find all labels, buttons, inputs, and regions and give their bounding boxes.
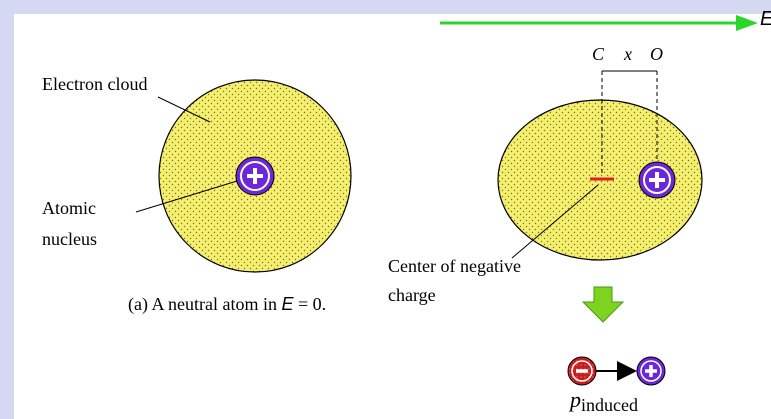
background-frame-top (0, 0, 771, 14)
caption-suffix: = 0. (293, 294, 327, 314)
displacement-bracket (601, 70, 658, 176)
nucleus-pointer (135, 180, 238, 213)
induced-dipole (567, 356, 666, 386)
electron-cloud-pointer (157, 96, 211, 123)
field-label: E (760, 8, 771, 31)
down-arrow-icon (581, 286, 625, 323)
dipole-subscript: induced (581, 395, 638, 415)
caption-var: E (281, 294, 294, 314)
distance-x-label: x (624, 44, 632, 64)
plus-circle-icon (638, 161, 676, 199)
point-c-label: C (592, 44, 605, 64)
neutral-atom (158, 79, 352, 273)
background-frame-left (0, 0, 14, 419)
point-o-label: O (650, 44, 663, 64)
charge-center-pointer (511, 184, 599, 259)
atomic-label: Atomic (42, 198, 96, 218)
polarized-atom (497, 99, 703, 261)
nucleus-label: nucleus (42, 229, 97, 249)
dipole-p: p (570, 387, 581, 412)
dipole-label: pinduced (570, 389, 638, 416)
charge-label: charge (388, 285, 436, 305)
plus-circle-icon (235, 156, 275, 196)
minus-circle-icon (567, 356, 597, 386)
caption-prefix: (a) A neutral atom in (128, 294, 282, 314)
electron-cloud-label: Electron cloud (42, 74, 148, 94)
caption-a: (a) A neutral atom in E = 0. (128, 293, 326, 315)
plus-circle-icon (636, 356, 666, 386)
electric-field-arrow (440, 15, 758, 31)
center-negative-label: Center of negative (388, 256, 521, 276)
